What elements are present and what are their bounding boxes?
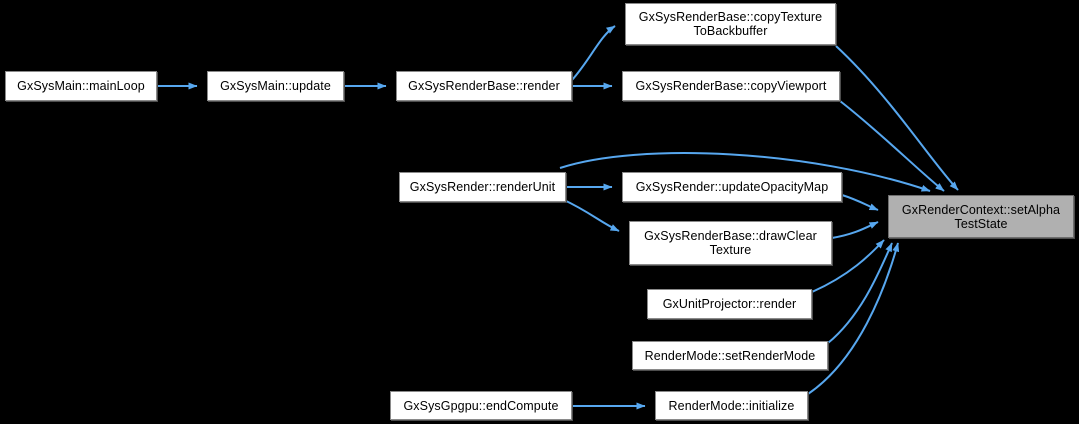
graph-node-label: GxRenderContext::setAlpha TestState <box>901 202 1061 231</box>
graph-node-render[interactable]: GxSysRenderBase::render <box>396 71 572 101</box>
graph-node-updateOpacityMap[interactable]: GxSysRender::updateOpacityMap <box>622 172 842 202</box>
graph-node-renderUnit[interactable]: GxSysRender::renderUnit <box>399 172 566 202</box>
graph-node-label: GxSysRenderBase::copyViewport <box>635 79 827 93</box>
edge-updateOpacityMap-to-setAlphaTestState <box>841 194 879 211</box>
edge-setRenderMode-to-setAlphaTestState <box>827 242 893 344</box>
edge-renderUnit-to-drawClearTexture <box>561 198 620 232</box>
edge-drawClearTexture-to-setAlphaTestState <box>831 221 879 239</box>
graph-node-initialize[interactable]: RenderMode::initialize <box>655 391 808 420</box>
edge-render-to-copyTexture <box>571 25 616 81</box>
edge-copyTexture-to-setAlphaTestState <box>835 45 959 191</box>
edge-renderUnit-to-setAlphaTestState <box>559 152 931 192</box>
graph-node-label: GxUnitProjector::render <box>662 297 797 311</box>
graph-node-label: GxSysRenderBase::copyTexture ToBackbuffe… <box>638 10 823 38</box>
graph-node-label: RenderMode::initialize <box>668 398 795 413</box>
graph-node-drawClearTexture[interactable]: GxSysRenderBase::drawClear Texture <box>629 221 832 265</box>
graph-node-label: GxSysMain::update <box>220 79 331 93</box>
graph-node-update[interactable]: GxSysMain::update <box>207 71 344 101</box>
edge-unitProjector-to-setAlphaTestState <box>811 239 885 293</box>
edge-copyViewport-to-setAlphaTestState <box>839 100 945 192</box>
graph-node-mainLoop[interactable]: GxSysMain::mainLoop <box>5 71 157 101</box>
graph-node-unitProjector[interactable]: GxUnitProjector::render <box>647 289 812 319</box>
graph-node-label: GxSysRender::updateOpacityMap <box>635 180 829 194</box>
graph-node-endCompute[interactable]: GxSysGpgpu::endCompute <box>390 391 572 420</box>
edge-initialize-to-setAlphaTestState <box>807 242 900 395</box>
graph-node-label: RenderMode::setRenderMode <box>644 348 816 363</box>
graph-node-label: GxSysMain::mainLoop <box>17 79 145 93</box>
graph-node-label: GxSysRenderBase::drawClear Texture <box>644 229 817 257</box>
graph-node-label: GxSysGpgpu::endCompute <box>403 398 559 413</box>
graph-node-setAlphaTestState[interactable]: GxRenderContext::setAlpha TestState <box>888 195 1074 238</box>
graph-node-label: GxSysRenderBase::render <box>408 79 560 93</box>
graph-node-copyTexture[interactable]: GxSysRenderBase::copyTexture ToBackbuffe… <box>625 3 836 45</box>
graph-node-copyViewport[interactable]: GxSysRenderBase::copyViewport <box>622 71 840 101</box>
graph-node-label: GxSysRender::renderUnit <box>409 180 556 194</box>
graph-node-setRenderMode[interactable]: RenderMode::setRenderMode <box>632 341 828 370</box>
